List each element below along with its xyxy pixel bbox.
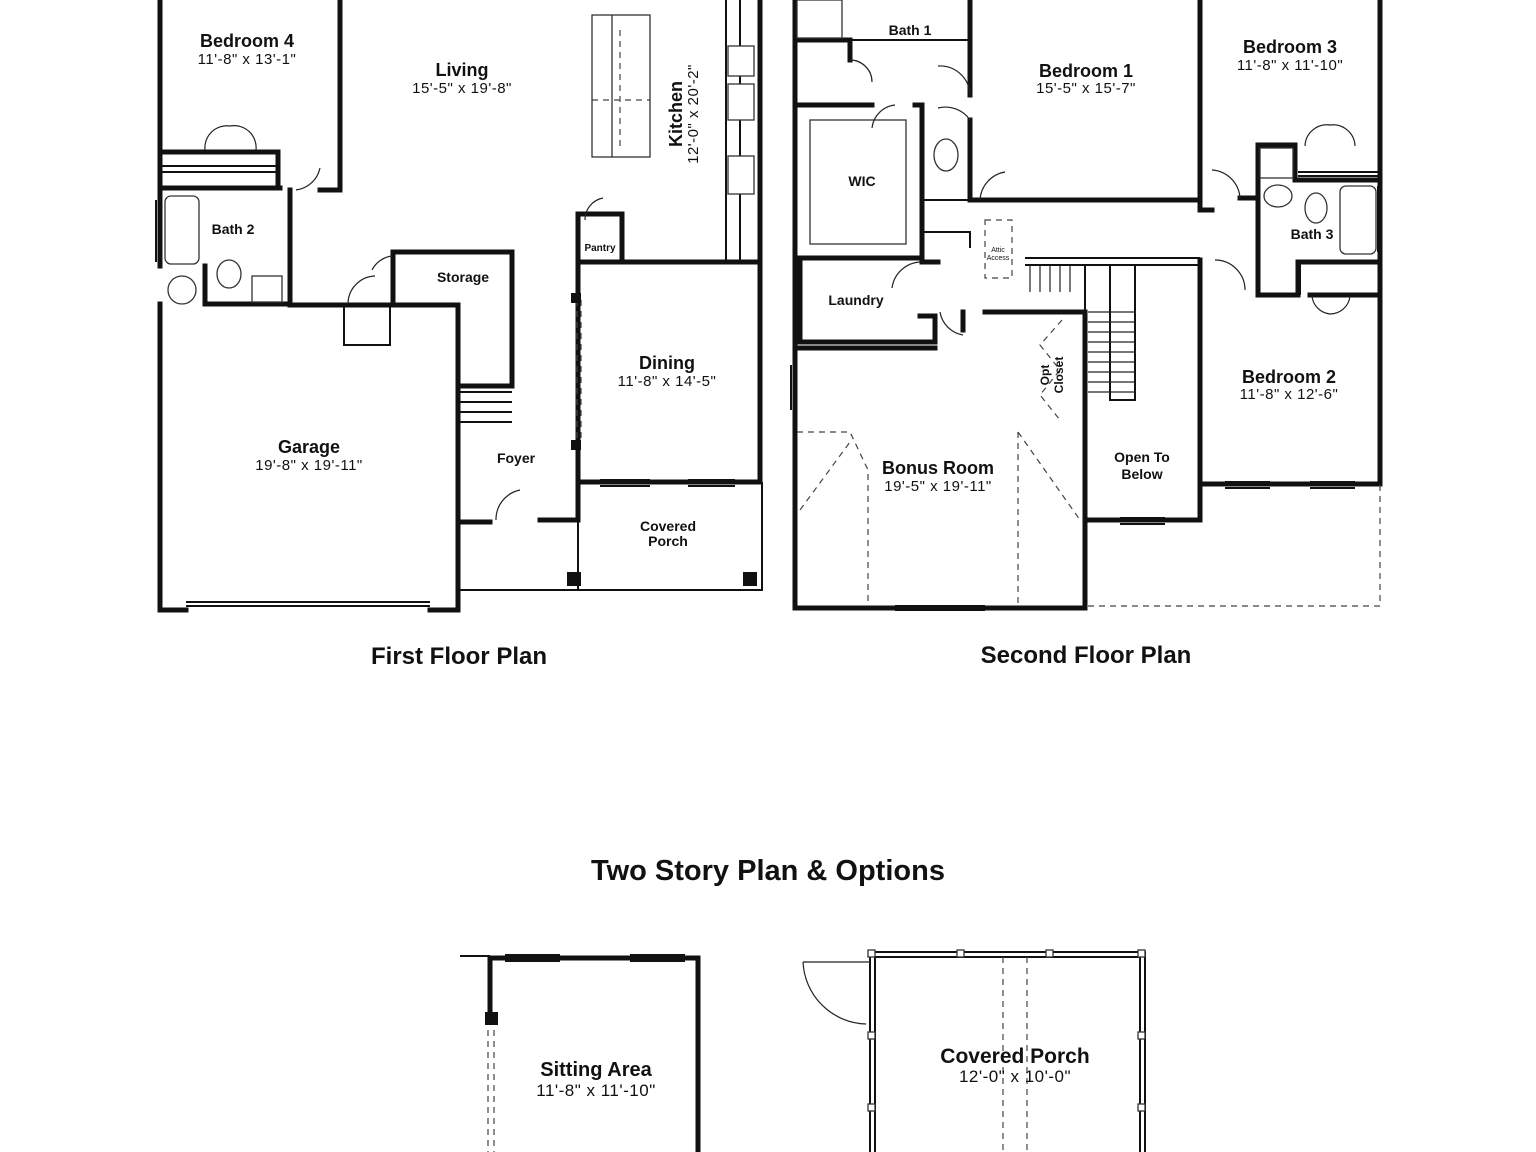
first-floor-windows bbox=[155, 200, 735, 487]
room-label-opt-closet-line2: Closet bbox=[1052, 357, 1066, 394]
room-dims-bedroom1: 15'-5" x 15'-7" bbox=[1036, 80, 1136, 97]
porch-option-outline bbox=[869, 951, 1146, 1152]
room-label-bedroom4: Bedroom 4 bbox=[200, 31, 294, 51]
shower-bath3 bbox=[1259, 147, 1294, 179]
room-label-living: Living bbox=[436, 60, 489, 80]
sitting-area-walls bbox=[487, 955, 701, 1152]
second-floor-plan: Bath 1 Bedroom 1 15'-5" x 15'-7" Bedroom… bbox=[790, 0, 1383, 669]
porch-post bbox=[571, 440, 581, 450]
staircase bbox=[1029, 265, 1135, 393]
kitchen-range bbox=[727, 155, 755, 195]
room-label-bedroom1: Bedroom 1 bbox=[1039, 61, 1133, 81]
first-floor-plan: Bedroom 4 11'-8" x 13'-1" Living 15'-5" … bbox=[155, 0, 763, 670]
first-floor-dashed-openings bbox=[576, 30, 650, 440]
room-dims-bonus-room: 19'-5" x 19'-11" bbox=[884, 478, 992, 495]
fridge-space bbox=[727, 45, 755, 77]
room-label-bedroom2: Bedroom 2 bbox=[1242, 367, 1336, 387]
room-label-covered-porch-option: Covered Porch bbox=[940, 1045, 1089, 1068]
second-floor-dashed-lines bbox=[797, 219, 1381, 607]
shower-bath1 bbox=[796, 0, 843, 39]
room-label-attic-line2: Access bbox=[987, 255, 1010, 262]
second-floor-thin-walls bbox=[795, 39, 1380, 432]
first-floor-caption: First Floor Plan bbox=[371, 643, 547, 670]
room-label-wic: WIC bbox=[848, 173, 875, 189]
room-label-bonus-room: Bonus Room bbox=[882, 458, 994, 478]
room-label-foyer: Foyer bbox=[497, 450, 536, 466]
room-label-kitchen: Kitchen bbox=[666, 81, 686, 147]
sitting-area-option: Sitting Area 11'-8" x 11'-10" bbox=[460, 954, 701, 1152]
room-label-sitting-area: Sitting Area bbox=[540, 1059, 652, 1081]
toilet-bath2 bbox=[216, 259, 242, 289]
room-dims-bedroom4: 11'-8" x 13'-1" bbox=[198, 51, 297, 68]
room-label-covered-porch-line1: Covered bbox=[640, 518, 696, 534]
room-label-bath3: Bath 3 bbox=[1291, 226, 1334, 242]
bathtub-bath2 bbox=[164, 195, 200, 265]
sitting-area-dashed bbox=[487, 1030, 495, 1152]
first-floor-walls bbox=[157, 0, 763, 613]
toilet-bath1 bbox=[933, 138, 959, 172]
kitchen-island bbox=[591, 14, 651, 158]
porch-option-posts bbox=[867, 949, 1146, 1112]
tub-wic bbox=[809, 119, 907, 245]
sitting-area-post bbox=[485, 1012, 498, 1025]
room-dims-living: 15'-5" x 19'-8" bbox=[412, 80, 512, 97]
options-title: Two Story Plan & Options bbox=[591, 855, 945, 887]
room-dims-bedroom2: 11'-8" x 12'-6" bbox=[1240, 386, 1339, 403]
room-dims-dining: 11'-8" x 14'-5" bbox=[618, 373, 717, 390]
room-dims-kitchen: 12'-0" x 20'-2" bbox=[685, 64, 702, 164]
room-label-storage: Storage bbox=[437, 269, 489, 285]
room-label-open-to-below-line2: Below bbox=[1121, 466, 1162, 482]
second-floor-walls bbox=[792, 0, 1383, 611]
sink-bath2 bbox=[251, 275, 283, 303]
tub-bath3 bbox=[1339, 185, 1377, 255]
sitting-area-windows bbox=[460, 954, 685, 962]
room-label-open-to-below-line1: Open To bbox=[1114, 449, 1170, 465]
porch-option-door-swing bbox=[802, 961, 870, 1025]
room-label-dining: Dining bbox=[639, 353, 695, 373]
porch-post bbox=[743, 572, 757, 586]
first-floor-thin-walls bbox=[160, 0, 763, 607]
sink-bath3 bbox=[1263, 184, 1293, 208]
room-label-laundry: Laundry bbox=[828, 292, 883, 308]
toilet-bath3 bbox=[1304, 192, 1328, 224]
room-label-pantry: Pantry bbox=[584, 243, 616, 254]
room-dims-garage: 19'-8" x 19'-11" bbox=[255, 457, 363, 474]
porch-post bbox=[567, 572, 581, 586]
water-heater bbox=[167, 275, 197, 305]
second-floor-caption: Second Floor Plan bbox=[981, 642, 1192, 669]
room-label-bath2: Bath 2 bbox=[212, 221, 255, 237]
porch-post bbox=[571, 293, 581, 303]
room-dims-bedroom3: 11'-8" x 11'-10" bbox=[1237, 57, 1343, 74]
second-floor-windows bbox=[790, 186, 1379, 611]
door-swings-second bbox=[849, 59, 1356, 336]
room-dims-sitting-area: 11'-8" x 11'-10" bbox=[536, 1081, 656, 1100]
room-label-garage: Garage bbox=[278, 437, 340, 457]
covered-porch-option: Covered Porch 12'-0" x 10'-0" bbox=[802, 949, 1146, 1152]
room-dims-covered-porch-option: 12'-0" x 10'-0" bbox=[959, 1067, 1071, 1086]
room-label-attic-line1: Attic bbox=[991, 247, 1005, 254]
room-label-opt-closet-line1: Opt bbox=[1038, 365, 1052, 386]
door-swings-first bbox=[204, 125, 604, 521]
kitchen-sink bbox=[727, 83, 755, 121]
room-label-bedroom3: Bedroom 3 bbox=[1243, 37, 1337, 57]
room-label-covered-porch-line2: Porch bbox=[648, 533, 688, 549]
room-label-bath1: Bath 1 bbox=[889, 22, 932, 38]
